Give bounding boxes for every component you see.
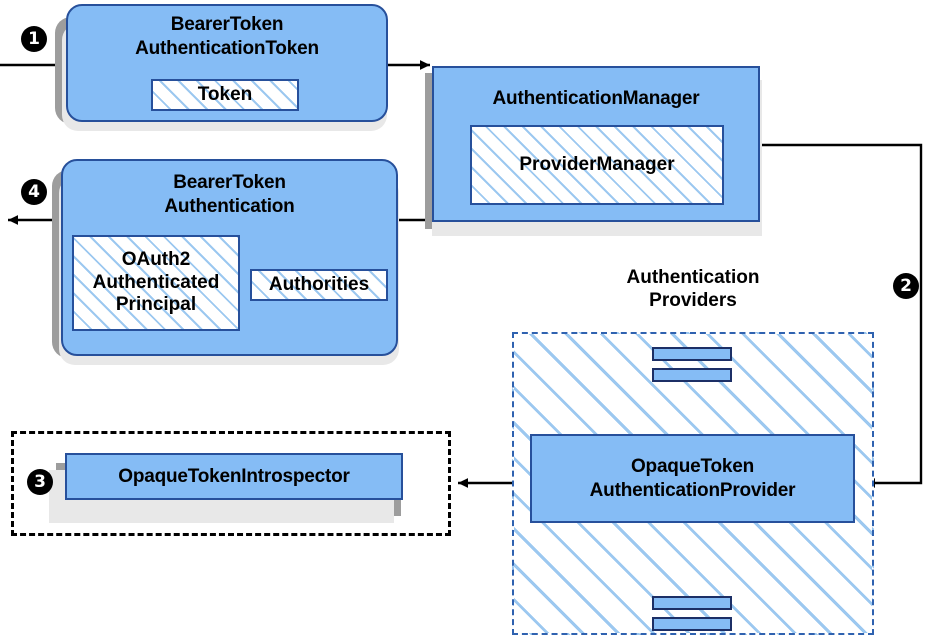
arrow-manager-to-provider bbox=[760, 143, 923, 488]
bearer-token-authentication-token-title: BearerToken AuthenticationToken bbox=[135, 14, 319, 59]
badge-step-3: 3 bbox=[27, 469, 53, 495]
opaque-token-authentication-provider-node[interactable]: OpaqueToken AuthenticationProvider bbox=[530, 434, 855, 523]
authentication-manager-title: AuthenticationManager bbox=[492, 88, 700, 109]
opaque-token-authentication-provider-title: OpaqueToken AuthenticationProvider bbox=[589, 455, 796, 501]
authentication-manager-inner-provider-manager: ProviderManager bbox=[470, 125, 724, 205]
opaque-token-introspector-node[interactable]: OpaqueTokenIntrospector bbox=[65, 453, 403, 500]
bearer-token-authentication-title: BearerToken Authentication bbox=[164, 172, 295, 217]
authentication-providers-label: Authentication Providers bbox=[626, 267, 760, 312]
provider-placeholder-bar-top-2 bbox=[652, 368, 732, 382]
opaque-token-introspector-container bbox=[11, 431, 451, 536]
bearer-token-authentication-token-inner-token: Token bbox=[151, 79, 299, 111]
oauth2-authenticated-principal-panel: OAuth2 Authenticated Principal bbox=[72, 235, 240, 331]
provider-placeholder-bar-bottom-2 bbox=[652, 617, 732, 631]
badge-step-4: 4 bbox=[21, 179, 47, 205]
provider-placeholder-bar-bottom-1 bbox=[652, 596, 732, 610]
opaque-token-introspector-title: OpaqueTokenIntrospector bbox=[118, 465, 350, 487]
badge-step-1: 1 bbox=[21, 26, 47, 52]
authorities-panel: Authorities bbox=[250, 269, 388, 301]
badge-step-2: 2 bbox=[893, 273, 919, 299]
provider-placeholder-bar-top-1 bbox=[652, 347, 732, 361]
